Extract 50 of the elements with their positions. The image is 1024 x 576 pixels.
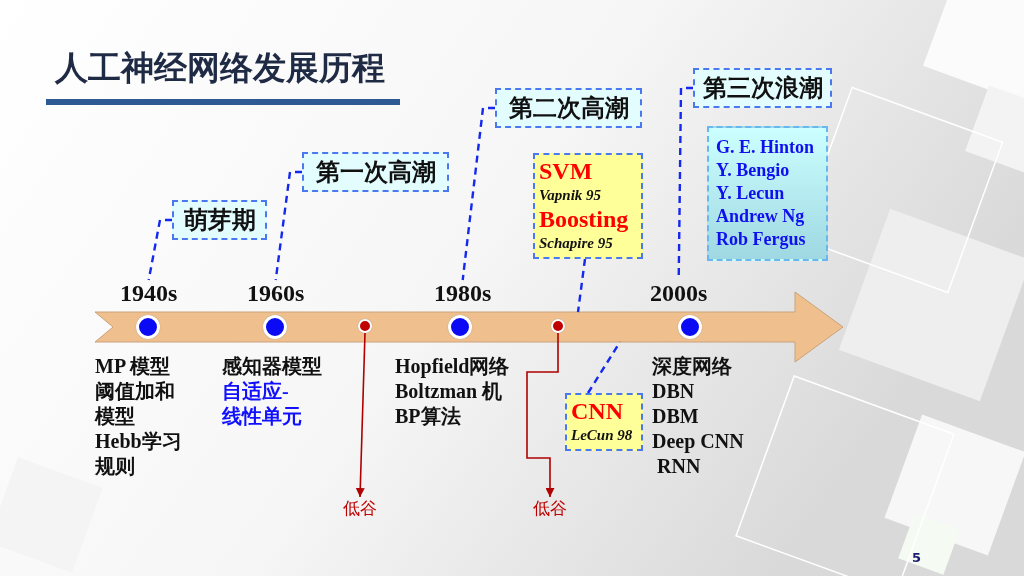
stage-box [302,152,449,192]
stage-title: 萌芽期 [183,206,256,234]
slide-title: 人工神经网络发展历程 [55,48,385,88]
researcher-name: Y. Lecun [716,182,786,205]
stage-box [693,68,832,108]
description-text: Deep CNN [652,429,744,454]
method-card [533,153,643,259]
leader-line [461,106,495,281]
description-text: BP算法 [395,404,461,429]
leader-line [147,218,172,281]
stage-title: 第一次高潮 [315,158,436,186]
page-number: 5 [912,550,922,566]
description-text: 感知器模型 [222,354,322,379]
stage-title: 第二次高潮 [508,94,629,122]
trough-label: 低谷 [533,497,567,519]
researcher-card [707,126,828,261]
method-name: CNN [571,398,624,425]
year-label: 1960s [247,280,305,306]
description-text: Hopfield网络 [395,354,510,379]
method-name: Boosting [539,206,630,233]
stage-box [172,200,267,240]
method-card [565,393,643,451]
method-name: SVM [539,158,594,185]
description-text: Hebb学习规则 [95,429,183,479]
description-text: Boltzman 机 [395,379,503,404]
researcher-name: G. E. Hinton [716,136,816,159]
description-text: DBN [652,379,695,404]
leader-line [274,170,302,281]
description-text: 深度网络 [652,354,732,379]
description-text: RNN [657,454,701,479]
stage-box [495,88,642,128]
leader-line [576,258,587,313]
year-label: 1980s [434,280,492,306]
arrow [526,332,559,498]
researcher-name: Y. Bengio [716,159,791,182]
year-label: 1940s [120,280,178,306]
researcher-name: Rob Fergus [716,228,807,251]
citation-text: LeCun 98 [571,426,634,445]
description-text: DBM [652,404,699,429]
arrow [355,332,366,498]
stage-title: 第三次浪潮 [702,74,823,102]
trough-label: 低谷 [343,497,377,519]
citation-text: Schapire 95 [539,234,614,253]
description-text: 自适应-线性单元 [222,379,303,429]
description-text: MP 模型 [95,354,170,379]
description-text: 阈值加和模型 [95,379,176,429]
leader-line [587,341,621,394]
year-label: 2000s [650,280,708,306]
researcher-name: Andrew Ng [716,205,806,228]
citation-text: Vapnik 95 [539,186,603,205]
